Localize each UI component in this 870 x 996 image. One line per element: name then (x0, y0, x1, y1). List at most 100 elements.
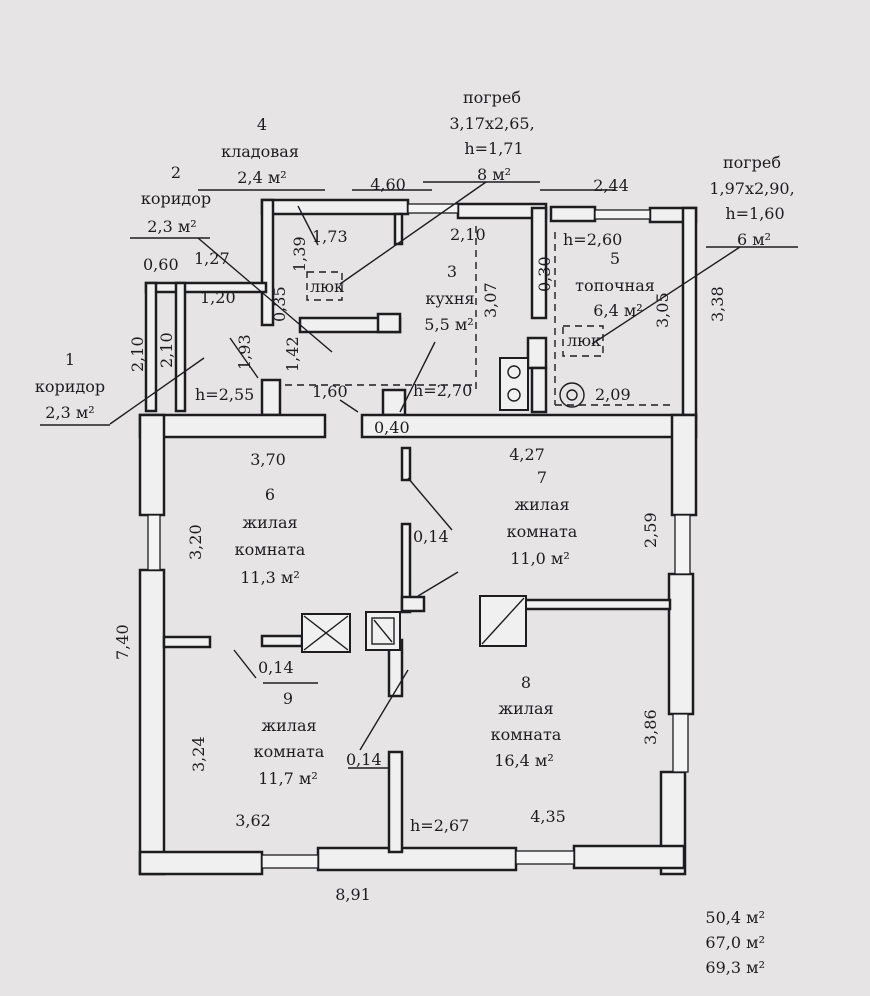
dim-label: 0,14 (413, 527, 449, 546)
dim-label: 0,30 (535, 256, 554, 292)
cellar-title: погреб (463, 88, 521, 107)
room-area: 11,7 м² (258, 769, 318, 788)
dim-label: 2,10 (450, 225, 486, 244)
hatch-label: люк (310, 277, 344, 296)
room-area: 16,4 м² (494, 751, 554, 770)
room-number: 7 (537, 468, 547, 487)
room-number: 3 (447, 262, 457, 281)
windows (147, 203, 691, 869)
room-5-label: 5 топочная 6,4 м² (575, 249, 655, 320)
dim-label: 0,35 (270, 286, 289, 322)
dim-label: 8,91 (335, 885, 371, 904)
cellar-dims: 1,97x2,90, (709, 179, 794, 198)
room-9-label: 9 жилая комната 11,7 м² (254, 689, 325, 788)
dim-label: h=2,55 (195, 385, 254, 404)
room-name: коридор (141, 189, 211, 208)
room-name: комната (235, 540, 306, 559)
room-6-label: 6 жилая комната 11,3 м² (235, 485, 306, 587)
room-4-label: 4 кладовая 2,4 м² (221, 115, 299, 187)
dim-label: 3,86 (641, 709, 660, 745)
dim-label: 2,44 (593, 176, 629, 195)
room-name: комната (491, 725, 562, 744)
room-name: жилая (514, 495, 569, 514)
cellar-area: 8 м² (477, 165, 511, 184)
room-name: комната (507, 522, 578, 541)
room-area: 2,3 м² (147, 217, 196, 236)
room-3-label: 3 кухня 5,5 м² (424, 262, 474, 334)
room-name: жилая (498, 699, 553, 718)
room-area: 2,3 м² (45, 403, 94, 422)
room-number: 9 (283, 689, 293, 708)
dim-label: h=2,67 (410, 816, 469, 835)
dim-label: 1,20 (200, 288, 236, 307)
room-1-label: 1 коридор 2,3 м² (35, 350, 105, 422)
cellar-area: 6 м² (737, 230, 771, 249)
total-area: 67,0 м² (705, 933, 765, 952)
stoves (301, 357, 585, 653)
dim-label: 1,42 (283, 336, 302, 372)
dim-label: 3,07 (481, 282, 500, 318)
room-name: жилая (242, 513, 297, 532)
total-area: 69,3 м² (705, 958, 765, 977)
room-area: 11,3 м² (240, 568, 300, 587)
cellar-height: h=1,60 (725, 204, 784, 223)
leader-lines (40, 181, 798, 769)
dim-label: 3,38 (708, 286, 727, 322)
room-name: кладовая (221, 142, 299, 161)
room-number: 1 (65, 350, 75, 369)
dim-label: h=2,60 (563, 230, 622, 249)
dim-label: 3,62 (235, 811, 271, 830)
room-number: 5 (610, 249, 620, 268)
dim-label: 2,10 (128, 336, 147, 372)
room-8-label: 8 жилая комната 16,4 м² (491, 673, 562, 770)
dim-label: 4,27 (509, 445, 545, 464)
hatch-label: люк (567, 331, 601, 350)
dim-label: 1,39 (290, 236, 309, 272)
cellar-dims: 3,17x2,65, (449, 114, 534, 133)
dimension-labels: 4,60 2,44 1,73 1,39 2,10 0,30 h=2,60 3,0… (113, 175, 727, 904)
room-name: комната (254, 742, 325, 761)
dim-label: 0,14 (346, 750, 382, 769)
total-area: 50,4 м² (705, 908, 765, 927)
cellar-height: h=1,71 (464, 139, 523, 158)
room-area: 11,0 м² (510, 549, 570, 568)
dim-label: 4,35 (530, 807, 566, 826)
room-name: кухня (425, 289, 474, 308)
room-number: 6 (265, 485, 275, 504)
dim-label: 0,14 (258, 658, 294, 677)
room-number: 4 (257, 115, 267, 134)
dim-label: 3,24 (189, 736, 208, 772)
dim-label: 1,27 (194, 249, 230, 268)
dim-label: 3,05 (653, 292, 672, 328)
dim-label: 2,10 (157, 332, 176, 368)
room-area: 2,4 м² (237, 168, 286, 187)
room-area: 6,4 м² (593, 301, 642, 320)
room-name: топочная (575, 276, 655, 295)
room-name: коридор (35, 377, 105, 396)
walls (138, 198, 698, 876)
dim-label: 1,60 (312, 382, 348, 401)
dim-label: h=2,70 (413, 381, 472, 400)
room-name: жилая (261, 716, 316, 735)
dim-label: 2,59 (641, 512, 660, 548)
dim-label: 7,40 (113, 624, 132, 660)
room-number: 8 (521, 673, 531, 692)
dim-label: 3,70 (250, 450, 286, 469)
room-area: 5,5 м² (424, 315, 473, 334)
room-number: 2 (171, 163, 181, 182)
area-totals: 50,4 м² 67,0 м² 69,3 м² (705, 908, 765, 977)
room-2-label: 2 коридор 2,3 м² (141, 163, 211, 236)
dim-label: 0,40 (374, 418, 410, 437)
dashed-lines (285, 226, 670, 406)
dim-label: 2,09 (595, 385, 631, 404)
dim-label: 0,60 (143, 255, 179, 274)
room-7-label: 7 жилая комната 11,0 м² (507, 468, 578, 568)
dim-label: 3,20 (186, 524, 205, 560)
cellar-2-label: погреб 1,97x2,90, h=1,60 6 м² (709, 153, 794, 249)
dim-label: 4,60 (370, 175, 406, 194)
cellar-1-label: погреб 3,17x2,65, h=1,71 8 м² (449, 88, 534, 184)
dim-label: 1,73 (312, 227, 348, 246)
cellar-title: погреб (723, 153, 781, 172)
dim-label: 1,93 (235, 334, 254, 370)
